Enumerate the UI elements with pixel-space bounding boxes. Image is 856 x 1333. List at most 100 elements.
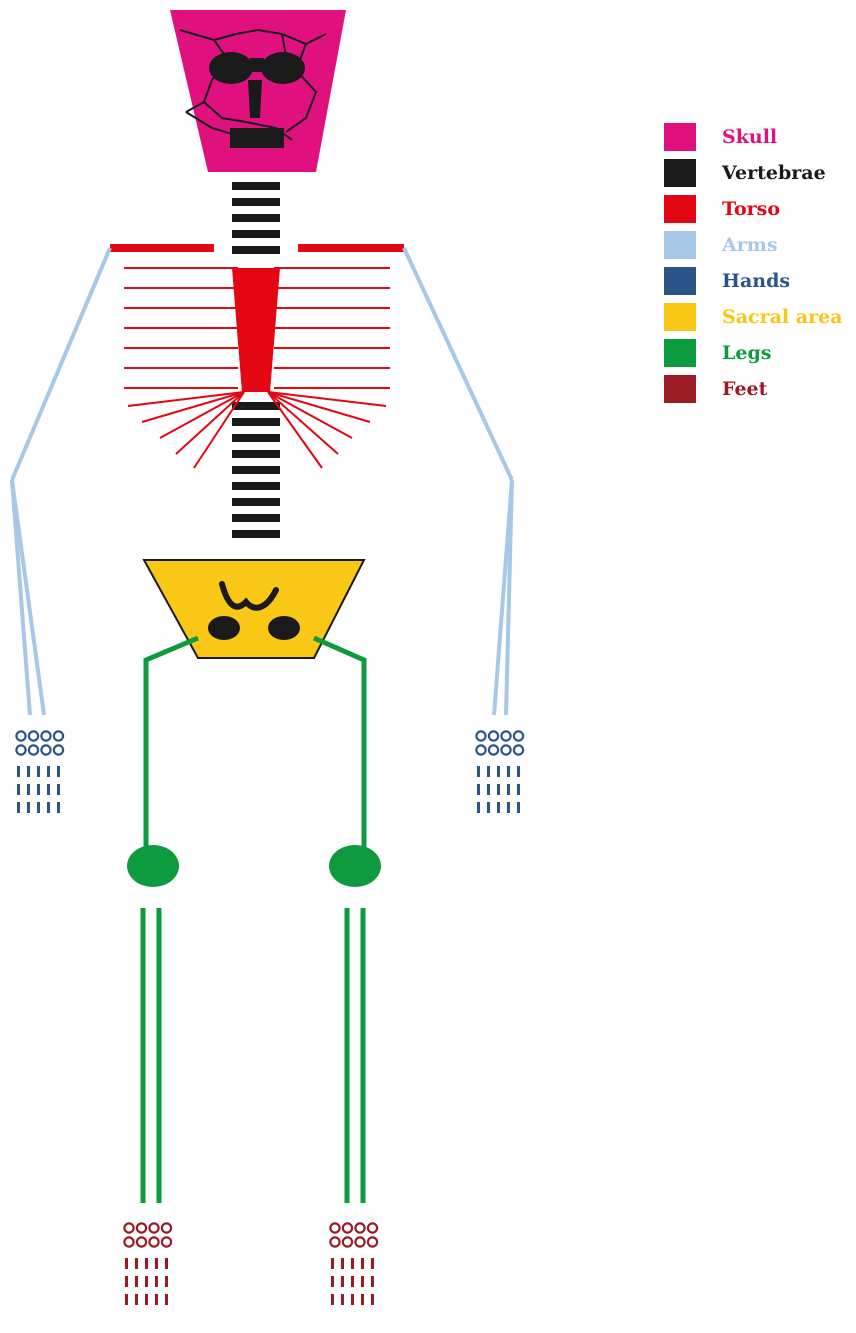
legend-swatch-vertebrae — [664, 159, 696, 187]
ring-bone — [514, 745, 523, 754]
bone-segment — [517, 802, 520, 813]
vertebra — [232, 246, 280, 254]
legend-label-torso: Torso — [722, 198, 780, 220]
bone-segment — [47, 802, 50, 813]
legend-item-torso: Torso — [664, 191, 842, 227]
ring-bone — [489, 731, 498, 740]
ring-bone — [137, 1223, 146, 1232]
bone-segment — [331, 1258, 334, 1269]
bone-segment — [477, 766, 480, 777]
knee-right — [329, 845, 381, 887]
bone-segment — [351, 1294, 354, 1305]
bone-segment — [145, 1258, 148, 1269]
bone-segment — [341, 1258, 344, 1269]
bone-segment — [371, 1294, 374, 1305]
ring-bone — [343, 1223, 352, 1232]
rib — [268, 392, 370, 422]
bone-segment — [27, 802, 30, 813]
bone-segment — [507, 802, 510, 813]
vertebra — [232, 482, 280, 490]
bone-segment — [361, 1258, 364, 1269]
foot-left — [124, 1223, 171, 1305]
ring-bone — [149, 1237, 158, 1246]
bone-segment — [371, 1276, 374, 1287]
ring-bone — [368, 1237, 377, 1246]
legend-item-skull: Skull — [664, 119, 842, 155]
ring-bone — [489, 745, 498, 754]
bone-segment — [37, 766, 40, 777]
legend-swatch-torso — [664, 195, 696, 223]
bone-segment — [57, 766, 60, 777]
legs — [127, 638, 381, 1203]
bone-segment — [155, 1258, 158, 1269]
ring-bone — [162, 1223, 171, 1232]
hand-left — [16, 731, 63, 813]
bone-segment — [57, 802, 60, 813]
ring-bone — [137, 1237, 146, 1246]
rib — [268, 392, 386, 406]
bone-segment — [17, 802, 20, 813]
legend-label-sacral-area: Sacral area — [722, 306, 842, 328]
legend-swatch-legs — [664, 339, 696, 367]
ring-bone — [501, 745, 510, 754]
bone-segment — [145, 1294, 148, 1305]
vertebra — [232, 466, 280, 474]
ring-bone — [355, 1223, 364, 1232]
bone-segment — [497, 784, 500, 795]
rib — [128, 392, 244, 406]
legend-swatch-arms — [664, 231, 696, 259]
bone-segment — [145, 1276, 148, 1287]
bone-segment — [331, 1294, 334, 1305]
vertebra — [232, 498, 280, 506]
ring-bone — [41, 745, 50, 754]
bone-segment — [27, 766, 30, 777]
vertebra — [232, 514, 280, 522]
legend-item-sacral-area: Sacral area — [664, 299, 842, 335]
bone-segment — [487, 766, 490, 777]
bone-segment — [477, 802, 480, 813]
ring-bone — [124, 1237, 133, 1246]
legend-label-hands: Hands — [722, 270, 790, 292]
ring-bone — [16, 731, 25, 740]
ring-bone — [330, 1223, 339, 1232]
vertebrae-upper — [232, 182, 280, 254]
ring-bone — [124, 1223, 133, 1232]
bone-segment — [507, 784, 510, 795]
bone-segment — [497, 766, 500, 777]
vertebra — [232, 530, 280, 538]
vertebra — [232, 214, 280, 222]
ring-bone — [29, 731, 38, 740]
legend: Skull Vertebrae Torso Arms Hands Sacral … — [664, 119, 842, 407]
bone-segment — [135, 1276, 138, 1287]
ring-bone — [501, 731, 510, 740]
ring-bone — [514, 731, 523, 740]
ring-bone — [41, 731, 50, 740]
legend-label-skull: Skull — [722, 126, 777, 148]
bone-segment — [37, 784, 40, 795]
ring-bone — [476, 745, 485, 754]
legend-swatch-feet — [664, 375, 696, 403]
legend-label-vertebrae: Vertebrae — [722, 162, 826, 184]
bone-segment — [165, 1294, 168, 1305]
bone-segment — [341, 1294, 344, 1305]
legend-label-feet: Feet — [722, 378, 767, 400]
bone-segment — [165, 1276, 168, 1287]
vertebrae-lower — [232, 402, 280, 538]
bone-segment — [497, 802, 500, 813]
bone-segment — [351, 1276, 354, 1287]
bone-segment — [125, 1294, 128, 1305]
ring-bone — [54, 745, 63, 754]
legend-label-legs: Legs — [722, 342, 771, 364]
vertebra — [232, 450, 280, 458]
ring-bone — [476, 731, 485, 740]
bone-segment — [17, 766, 20, 777]
bone-segment — [487, 784, 490, 795]
vertebra — [232, 418, 280, 426]
bone-segment — [477, 784, 480, 795]
knee-left — [127, 845, 179, 887]
bone-segment — [135, 1258, 138, 1269]
bone-segment — [361, 1276, 364, 1287]
legend-item-arms: Arms — [664, 227, 842, 263]
bone-segment — [517, 766, 520, 777]
vertebra — [232, 182, 280, 190]
